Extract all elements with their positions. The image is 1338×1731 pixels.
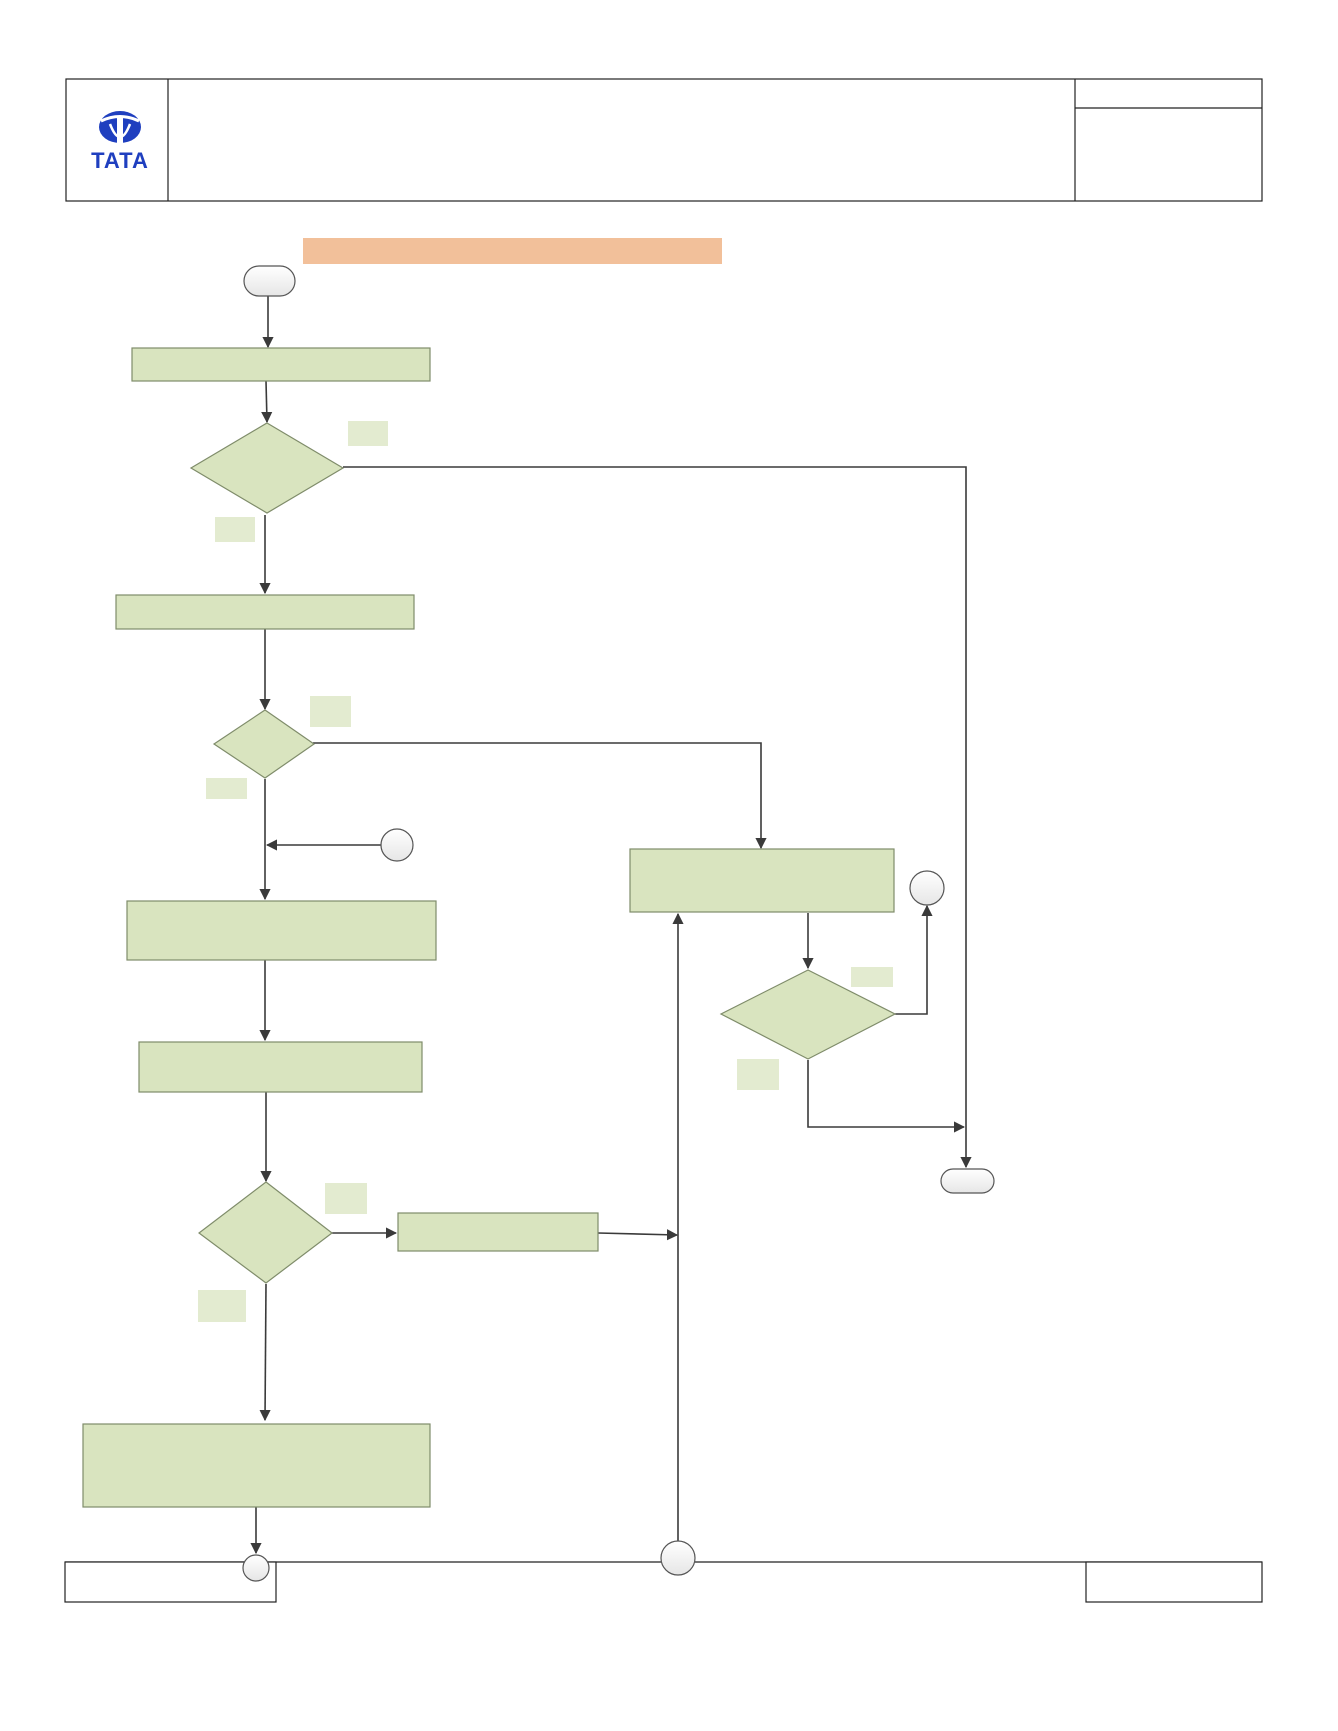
process-box-1 bbox=[131, 347, 431, 382]
tata-logo-icon: TATA bbox=[91, 111, 149, 173]
process-box-5 bbox=[397, 1212, 599, 1252]
branch-label-d1-no bbox=[215, 517, 255, 542]
title-banner bbox=[303, 238, 722, 264]
branch-label-d1-yes bbox=[348, 421, 388, 446]
process-box-2 bbox=[115, 594, 415, 630]
header: TATA bbox=[65, 78, 1263, 202]
process-box-7 bbox=[82, 1423, 431, 1508]
footer bbox=[64, 1561, 1263, 1603]
connector-c1 bbox=[380, 828, 414, 862]
start-terminal bbox=[243, 265, 296, 297]
process-box-3 bbox=[126, 900, 437, 961]
branch-labels bbox=[198, 421, 893, 1322]
decision-diamond-2 bbox=[212, 709, 316, 779]
branch-label-d3-yes bbox=[325, 1183, 367, 1214]
branch-label-d4-no bbox=[737, 1059, 779, 1090]
header-frame bbox=[65, 78, 1263, 202]
decision-diamond-4 bbox=[719, 969, 897, 1060]
end-terminal bbox=[940, 1168, 995, 1194]
process-box-4 bbox=[138, 1041, 423, 1093]
process-box-6 bbox=[629, 848, 895, 913]
logo-text: TATA bbox=[91, 148, 149, 173]
decision-diamond-1 bbox=[189, 422, 345, 514]
branch-label-d2-yes bbox=[310, 696, 351, 727]
footer-left-cell bbox=[64, 1561, 277, 1603]
branch-label-d3-no bbox=[198, 1290, 246, 1322]
branch-label-d2-no bbox=[206, 778, 247, 799]
branch-label-d4-yes bbox=[851, 967, 893, 987]
flow-lines bbox=[250, 295, 972, 1555]
connector-c4 bbox=[660, 1540, 696, 1576]
decision-diamond-3 bbox=[198, 1181, 333, 1284]
connector-c3 bbox=[242, 1554, 270, 1582]
connector-c2 bbox=[909, 870, 945, 906]
footer-right-cell bbox=[1085, 1561, 1263, 1603]
